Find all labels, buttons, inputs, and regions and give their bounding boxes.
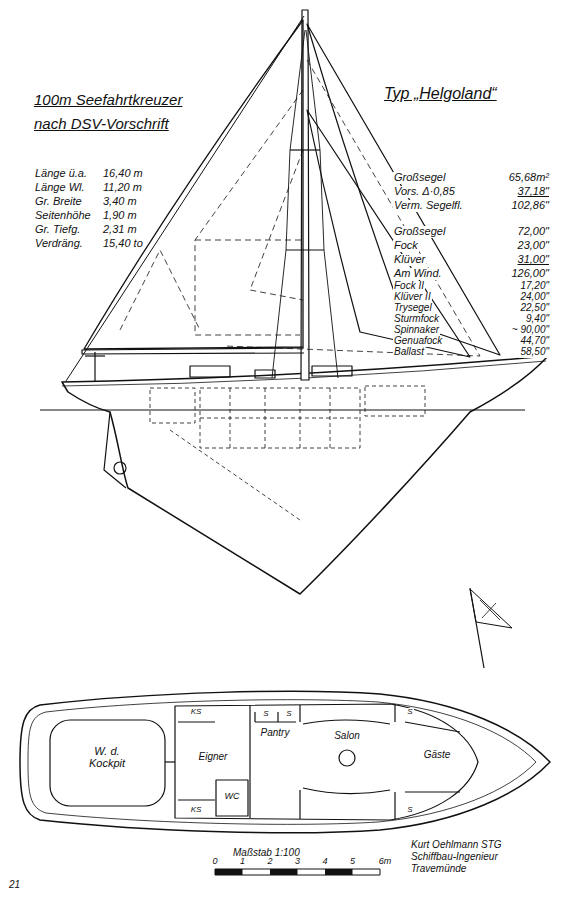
sail-area-value: ~ 90,00" bbox=[511, 325, 550, 336]
sail-area-value: 22,50" bbox=[519, 303, 550, 314]
locker-label: KS bbox=[190, 806, 203, 814]
room-label: W. d. Kockpit bbox=[80, 746, 134, 769]
room-label: Salon bbox=[333, 731, 361, 742]
sail-area-name: Verm. Segelfl. bbox=[393, 200, 464, 212]
locker-label: S bbox=[285, 710, 292, 718]
room-label: Pantry bbox=[260, 728, 291, 739]
spec-value: 11,20 m bbox=[102, 182, 143, 194]
spec-value: 2,31 m bbox=[102, 224, 138, 236]
sail-area-value: 72,00" bbox=[517, 226, 550, 238]
sail-area-name: Großsegel bbox=[393, 172, 446, 184]
spec-name: Gr. Breite bbox=[34, 196, 83, 208]
room-label: Eigner bbox=[198, 752, 229, 763]
sail-area-name: Trysegel bbox=[393, 303, 433, 314]
type-name: Typ „Helgoland“ bbox=[383, 86, 498, 103]
spec-name: Verdräng. bbox=[34, 238, 84, 250]
locker-label: S bbox=[262, 710, 269, 718]
scale-number: 0 bbox=[211, 857, 218, 866]
scale-number: 4 bbox=[321, 857, 328, 866]
sail-area-value: 102,86" bbox=[510, 200, 550, 212]
sail-area-name: Klüver II bbox=[393, 292, 432, 303]
spec-name: Länge ü.a. bbox=[34, 168, 88, 180]
room-label: Gäste bbox=[423, 750, 452, 761]
sail-area-name: Vors. Δ·0,85 bbox=[393, 186, 456, 198]
sail-area-name: Spinnaker bbox=[393, 325, 440, 336]
spec-value: 1,90 m bbox=[102, 210, 138, 222]
locker-label: S bbox=[406, 806, 413, 814]
room-label: WC bbox=[224, 792, 241, 801]
spec-value: 16,40 m bbox=[102, 168, 144, 180]
sail-area-value: 44,70" bbox=[519, 336, 550, 347]
sail-area-value: 58,50" bbox=[519, 347, 550, 358]
drawing-title: 100m Seefahrtkreuzer nach DSV-Vorschrift bbox=[34, 88, 214, 136]
sail-area-value: 9,40" bbox=[525, 314, 550, 325]
spec-value: 15,40 to bbox=[102, 238, 144, 250]
sail-area-value: 37,18" bbox=[517, 186, 550, 198]
sail-area-value: 31,00" bbox=[517, 254, 550, 266]
sail-area-name: Fock II bbox=[393, 281, 425, 292]
sail-area-name: Großsegel bbox=[393, 226, 446, 238]
designer-signature: Schiffbau-Ingenieur bbox=[410, 852, 499, 863]
sail-area-name: Ballast bbox=[393, 347, 425, 358]
spec-name: Länge Wl. bbox=[34, 182, 86, 194]
sail-area-name: Fock bbox=[393, 240, 419, 252]
locker-label: S bbox=[406, 708, 413, 716]
sail-area-name: Genuafock bbox=[393, 336, 443, 347]
sail-area-name: Am Wind. bbox=[393, 268, 443, 280]
sail-area-name: Sturmfock bbox=[393, 314, 440, 325]
spec-name: Gr. Tiefg. bbox=[34, 224, 81, 236]
scale-number: 2 bbox=[266, 857, 273, 866]
locker-label: KS bbox=[190, 708, 203, 716]
sail-area-value: 126,00" bbox=[510, 268, 550, 280]
sail-area-name: Klüver bbox=[393, 254, 426, 266]
scale-number: 3 bbox=[294, 857, 301, 866]
sail-area-value: 17,20" bbox=[519, 281, 550, 292]
page-number: 21 bbox=[8, 880, 21, 891]
sail-area-value: 65,68m² bbox=[508, 172, 550, 184]
spec-name: Seitenhöhe bbox=[34, 210, 92, 222]
scale-number: 6m bbox=[378, 857, 393, 866]
spec-value: 3,40 m bbox=[102, 196, 138, 208]
sail-area-value: 23,00" bbox=[517, 240, 550, 252]
scale-number: 1 bbox=[239, 857, 246, 866]
scale-number: 5 bbox=[349, 857, 356, 866]
designer-signature: Kurt Oehlmann STG bbox=[410, 840, 503, 851]
designer-signature: Travemünde bbox=[410, 864, 467, 875]
sail-area-value: 24,00" bbox=[519, 292, 550, 303]
